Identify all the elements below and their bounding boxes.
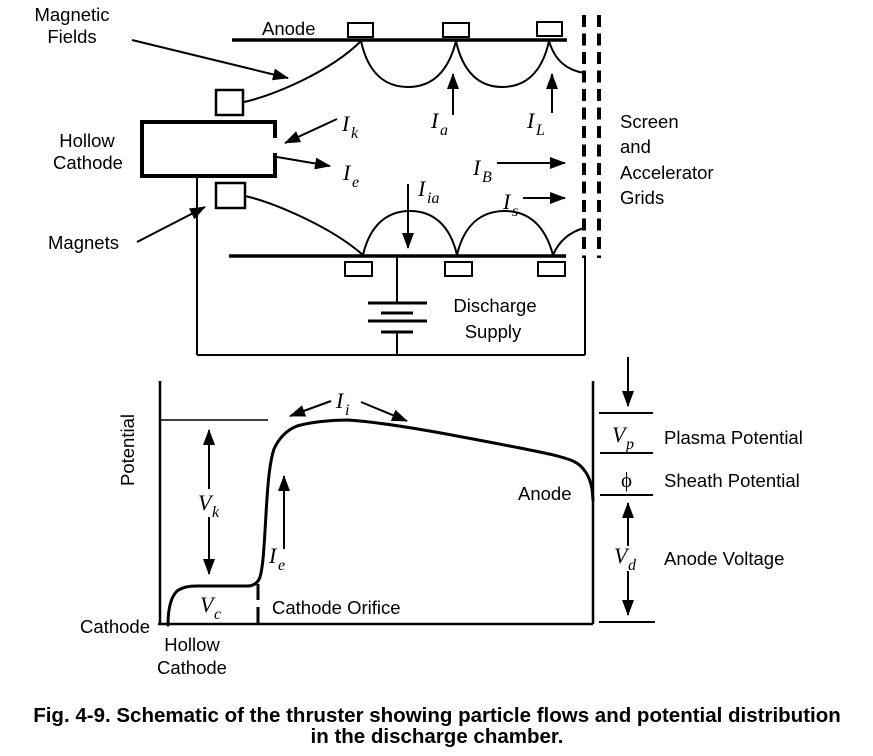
- magnetic-fields-label: Fields: [47, 26, 96, 47]
- ion-current-subscript: i: [345, 402, 349, 419]
- hollow-cathode-label: Cathode: [53, 152, 123, 173]
- screen-current-symbol: I: [502, 189, 512, 214]
- cathode-orifice-label: Cathode Orifice: [272, 597, 401, 618]
- magnets-pointer-arrow: [136, 206, 206, 243]
- wall-magnet-bar: [537, 261, 566, 277]
- hollow-cathode-label: Hollow: [59, 130, 115, 151]
- cathode-magnet: [214, 181, 247, 210]
- anode-magnet-bar: [442, 22, 470, 38]
- discharge-circuit-wires: [196, 176, 586, 356]
- anode-magnet-bar: [536, 21, 563, 37]
- loss-current-symbol: I: [526, 108, 536, 133]
- beam-current-subscript: B: [482, 169, 492, 186]
- electron-current-plot-subscript: e: [278, 557, 285, 574]
- hollow-cathode-body: [140, 120, 277, 178]
- grids-label: Screen: [620, 111, 679, 132]
- potential-distribution-curve: [166, 418, 595, 627]
- magnetic-fields-label: Magnetic: [34, 4, 109, 25]
- ion-current-symbol: I: [335, 388, 345, 413]
- figure-caption: in the discharge chamber.: [311, 725, 564, 748]
- ion-flow-arrow-left: [289, 400, 332, 417]
- grids-label: Accelerator: [620, 162, 714, 183]
- cathode-magnet: [214, 88, 245, 117]
- cathode-potential-symbol: V: [200, 592, 216, 617]
- plasma-potential-annotation: Plasma Potential: [664, 427, 803, 448]
- grids-label: Grids: [620, 187, 664, 208]
- anode-voltage-annotation: Anode Voltage: [664, 548, 784, 569]
- cathode-axis-label: Cathode: [80, 616, 150, 637]
- magnetic-field-lines-bottom: [244, 195, 585, 256]
- sheath-potential-symbol: ϕ: [621, 468, 632, 492]
- electron-current-plot-symbol: I: [268, 543, 278, 568]
- ion-wall-current-subscript: ia: [427, 190, 439, 207]
- anode-current-symbol: I: [430, 108, 440, 133]
- magnetic-field-lines-top: [243, 40, 585, 103]
- cathode-current-symbol: I: [341, 111, 351, 136]
- potential-axis-label: Potential: [117, 414, 138, 486]
- cathode-current-subscript: k: [351, 125, 359, 142]
- hollow-cathode-plot-label: Hollow: [164, 634, 220, 655]
- wall-magnet-bar: [444, 261, 473, 277]
- discharge-supply-label: Supply: [465, 321, 522, 342]
- cathode-fall-symbol: V: [198, 490, 214, 515]
- anode-label: Anode: [262, 18, 316, 39]
- ion-flow-arrow-right: [360, 401, 408, 422]
- plasma-potential-subscript: p: [625, 436, 634, 453]
- anode-current-subscript: a: [440, 122, 448, 139]
- discharge-supply-label: Discharge: [453, 295, 536, 316]
- loss-current-subscript: L: [535, 122, 545, 139]
- ion-wall-current-symbol: I: [417, 176, 427, 201]
- screen-current-subscript: s: [512, 203, 518, 220]
- sheath-potential-annotation: Sheath Potential: [664, 470, 800, 491]
- beam-current-symbol: I: [472, 155, 482, 180]
- electron-current-subscript: e: [352, 174, 359, 191]
- anode-voltage-symbol: V: [614, 543, 630, 568]
- anode-magnet-bar: [347, 22, 374, 38]
- magnets-label: Magnets: [48, 232, 119, 253]
- grids-label: and: [620, 136, 651, 157]
- hollow-cathode-plot-label: Cathode: [157, 657, 227, 678]
- cathode-potential-subscript: c: [214, 606, 221, 623]
- anode-plot-label: Anode: [518, 483, 572, 504]
- figure-caption: Fig. 4-9. Schematic of the thruster show…: [33, 704, 841, 727]
- cathode-fall-subscript: k: [212, 504, 220, 521]
- electron-current-symbol: I: [342, 160, 352, 185]
- battery-symbol: [368, 301, 427, 334]
- plasma-potential-symbol: V: [612, 422, 628, 447]
- cathode-current-arrow: [284, 118, 338, 144]
- anode-voltage-subscript: d: [628, 557, 637, 574]
- wall-magnet-bar: [344, 261, 373, 277]
- electron-current-arrow: [276, 156, 331, 170]
- magnetic-fields-pointer-arrow: [131, 39, 289, 81]
